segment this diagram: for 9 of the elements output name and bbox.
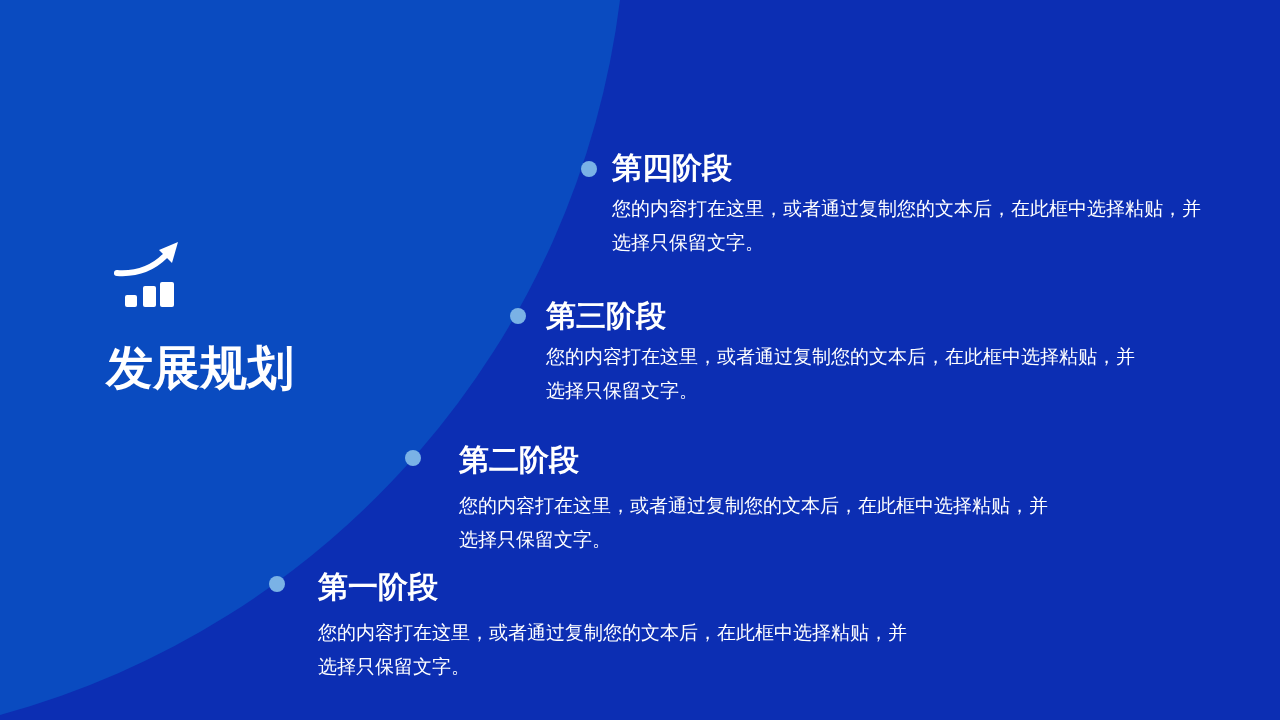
stage-description: 您的内容打在这里，或者通过复制您的文本后，在此框中选择粘贴，并选择只保留文字。 [459, 494, 1049, 552]
stage-heading: 第二阶段 [459, 442, 579, 478]
stage-heading: 第一阶段 [318, 569, 438, 605]
stage-description: 您的内容打在这里，或者通过复制您的文本后，在此框中选择粘贴，并选择只保留文字。 [318, 621, 908, 679]
slide-title: 发展规划 [106, 340, 294, 396]
stage-heading: 第三阶段 [546, 298, 666, 334]
stage-description: 您的内容打在这里，或者通过复制您的文本后，在此框中选择粘贴，并选择只保留文字。 [546, 345, 1136, 403]
stage-description: 您的内容打在这里，或者通过复制您的文本后，在此框中选择粘贴，并选择只保留文字。 [612, 197, 1202, 255]
stage-heading: 第四阶段 [612, 150, 732, 186]
